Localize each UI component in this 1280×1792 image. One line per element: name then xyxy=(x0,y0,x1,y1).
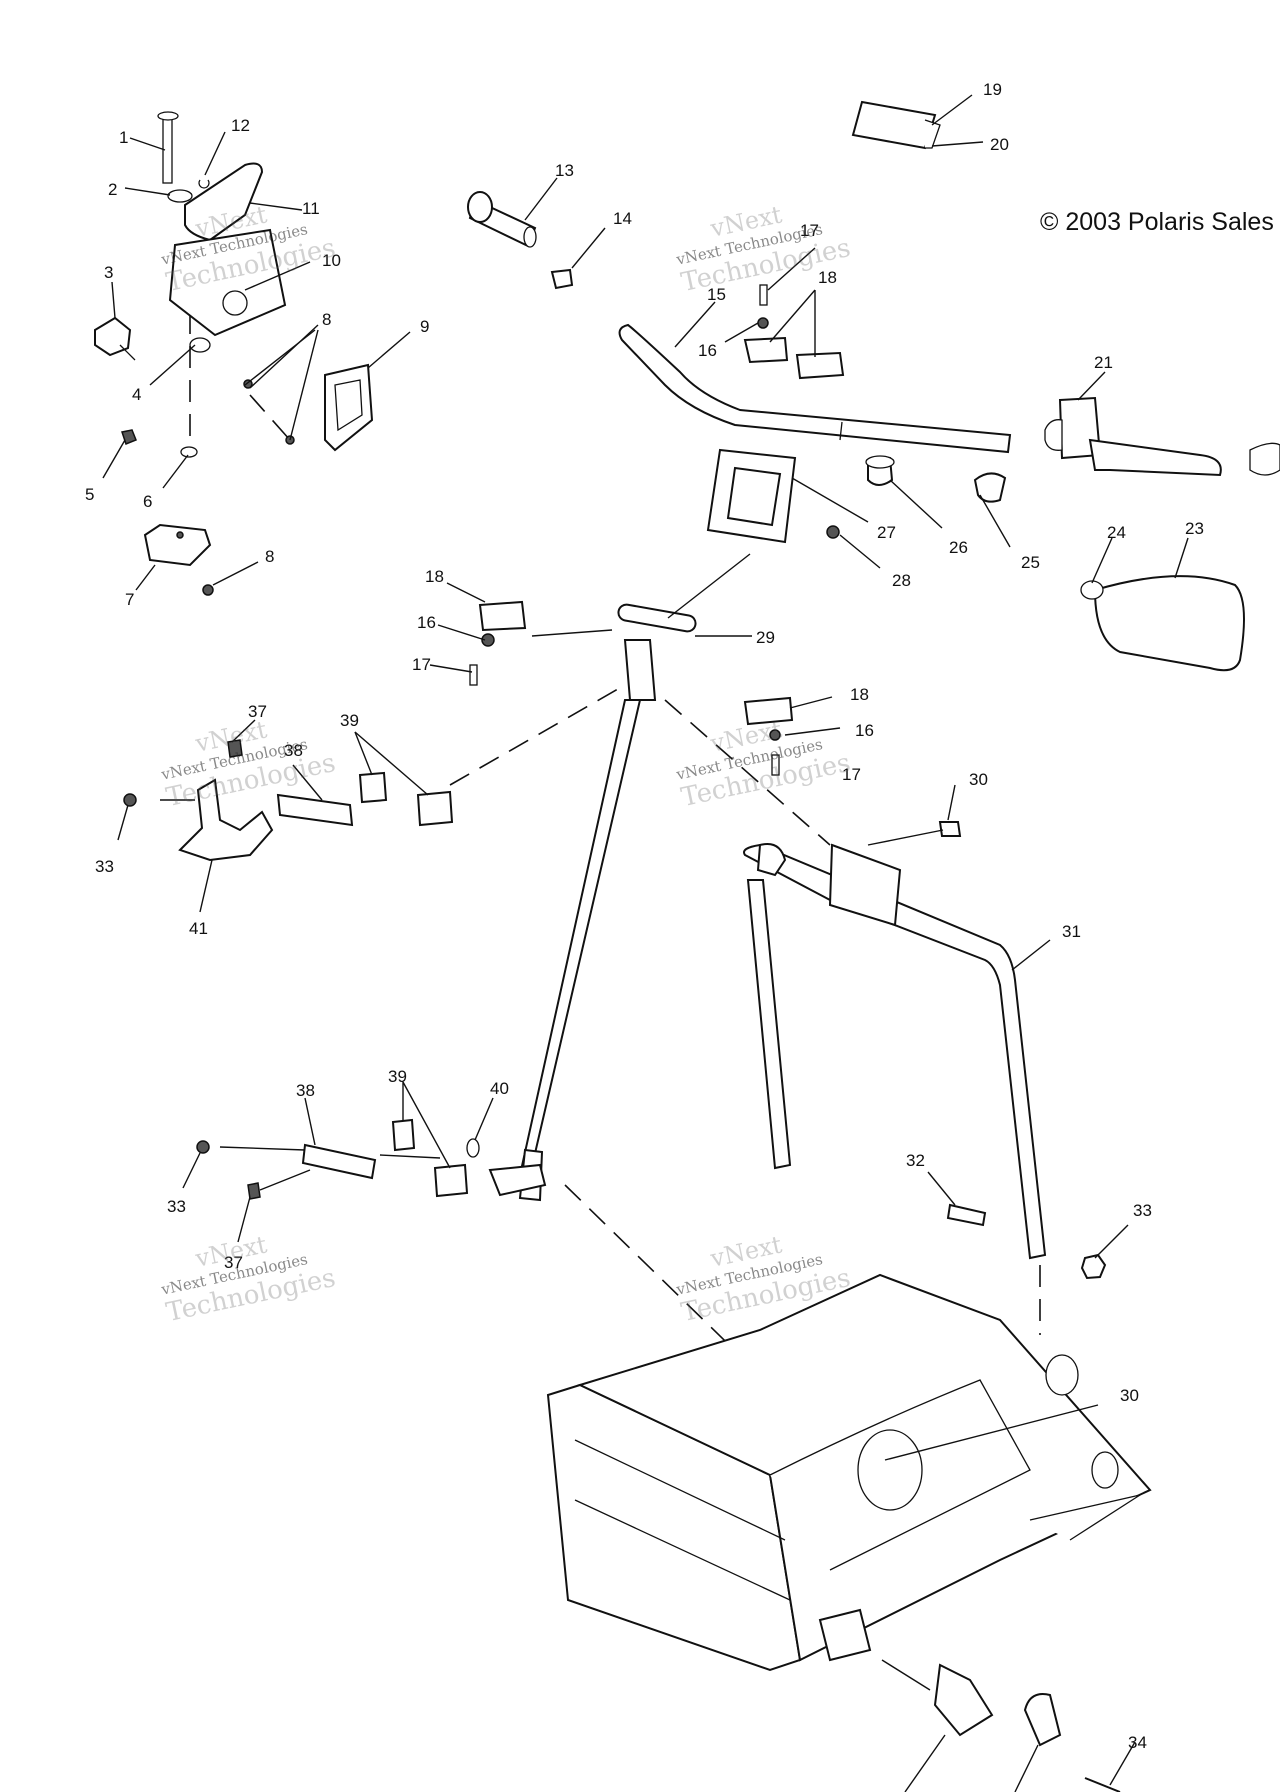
callout-4: 4 xyxy=(132,385,141,404)
callout-16b: 16 xyxy=(417,613,436,632)
callout-25: 25 xyxy=(1021,553,1040,572)
bottom-parts xyxy=(933,1663,1121,1792)
callout-3: 3 xyxy=(104,263,113,282)
callout-14: 14 xyxy=(613,209,632,228)
chassis-frame xyxy=(546,1273,1152,1672)
assembly-dashed-lines xyxy=(189,312,1041,1376)
callout-labels: 1 2 3 4 5 6 7 8 8 9 10 11 12 13 14 15 16… xyxy=(85,80,1204,1752)
callout-17c: 17 xyxy=(842,765,861,784)
instrument-box xyxy=(706,448,840,544)
callout-6: 6 xyxy=(143,492,152,511)
callout-31: 31 xyxy=(1062,922,1081,941)
callout-21: 21 xyxy=(1094,353,1113,372)
callout-20: 20 xyxy=(990,135,1009,154)
callout-29: 29 xyxy=(756,628,775,647)
handlebar-switches xyxy=(865,455,1007,503)
callout-7: 7 xyxy=(125,590,134,609)
callout-19: 19 xyxy=(983,80,1002,99)
callout-30: 30 xyxy=(969,770,988,789)
callout-39: 39 xyxy=(340,711,359,730)
callout-24: 24 xyxy=(1107,523,1126,542)
callout-23: 23 xyxy=(1185,519,1204,538)
callout-33: 33 xyxy=(95,857,114,876)
callout-12: 12 xyxy=(231,116,250,135)
callout-34: 34 xyxy=(1128,1733,1147,1752)
callout-33b: 33 xyxy=(167,1197,186,1216)
callout-13: 13 xyxy=(555,161,574,180)
callout-18b: 18 xyxy=(425,567,444,586)
callout-16: 16 xyxy=(698,341,717,360)
steering-support-hoop xyxy=(743,843,1047,1260)
support-hardware xyxy=(938,821,1107,1280)
hand-grip xyxy=(467,191,574,290)
callout-15: 15 xyxy=(707,285,726,304)
callout-39b: 39 xyxy=(388,1067,407,1086)
cover-plate xyxy=(143,523,212,567)
callout-5: 5 xyxy=(85,485,94,504)
callout-41: 41 xyxy=(189,919,208,938)
cable-adjuster xyxy=(94,316,136,361)
upper-steering-bracket xyxy=(123,739,454,862)
callout-17: 17 xyxy=(800,221,819,240)
callout-32: 32 xyxy=(906,1151,925,1170)
callout-26: 26 xyxy=(949,538,968,557)
lower-steering-bracket xyxy=(196,1118,480,1200)
callout-2: 2 xyxy=(108,180,117,199)
copyright-notice: © 2003 Polaris Sales xyxy=(1040,208,1274,236)
callout-11: 11 xyxy=(302,199,320,218)
callout-27: 27 xyxy=(877,523,896,542)
handlebar-pad xyxy=(1080,575,1245,672)
callout-18c: 18 xyxy=(850,685,869,704)
callout-37: 37 xyxy=(248,702,267,721)
callout-38: 38 xyxy=(284,741,303,760)
callout-28: 28 xyxy=(892,571,911,590)
callout-33c: 33 xyxy=(1133,1201,1152,1220)
grip-pad xyxy=(851,100,941,150)
callout-18: 18 xyxy=(818,268,837,287)
callout-37b: 37 xyxy=(224,1253,243,1272)
leader-lines xyxy=(102,94,1189,1792)
callout-10: 10 xyxy=(322,251,341,270)
callout-40: 40 xyxy=(490,1079,509,1098)
upper-handlebar-clamps xyxy=(743,284,845,380)
callout-17b: 17 xyxy=(412,655,431,674)
callout-30b: 30 xyxy=(1120,1386,1139,1405)
mid-handlebar-clamps xyxy=(469,600,794,776)
throttle-block-assembly xyxy=(157,111,287,337)
callout-8b: 8 xyxy=(265,547,274,566)
callout-16c: 16 xyxy=(855,721,874,740)
handlebar xyxy=(618,323,1012,454)
steering-post xyxy=(488,603,697,1202)
throttle-cover xyxy=(324,363,374,452)
callout-8: 8 xyxy=(322,310,331,329)
callout-9: 9 xyxy=(420,317,429,336)
callout-38b: 38 xyxy=(296,1081,315,1100)
callout-1: 1 xyxy=(119,128,128,147)
small-hardware xyxy=(121,337,295,596)
brake-master-cylinder xyxy=(1044,396,1280,477)
